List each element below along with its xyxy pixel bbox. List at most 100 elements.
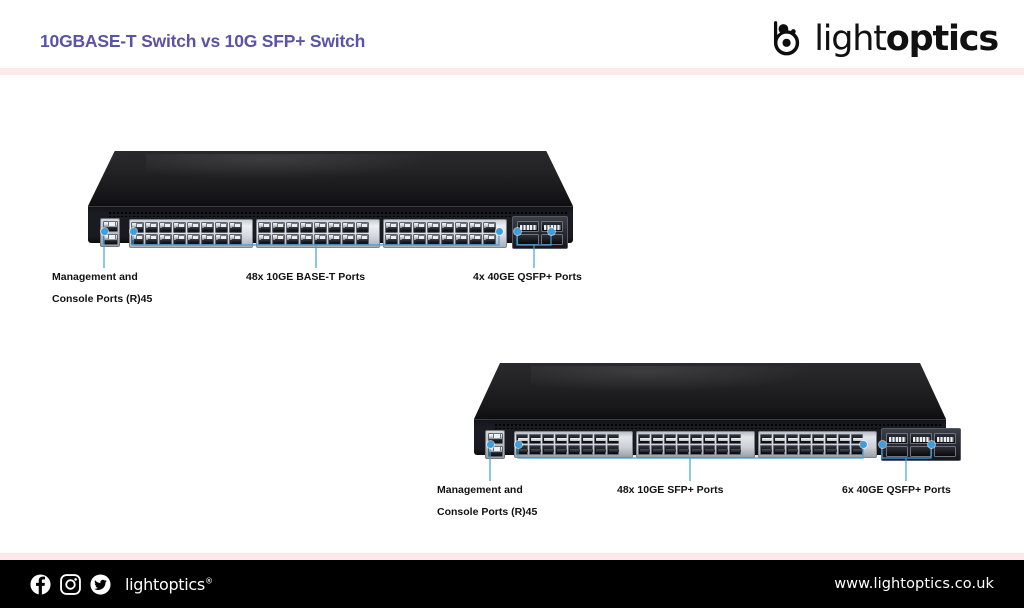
rj45-group[interactable]: [131, 222, 242, 245]
rj45-column[interactable]: [215, 222, 228, 245]
rj45-port[interactable]: [272, 234, 285, 245]
sfp-port[interactable]: [703, 445, 715, 455]
qsfp-port[interactable]: [517, 233, 539, 245]
sfp-port[interactable]: [638, 445, 650, 455]
rj45-port[interactable]: [187, 222, 200, 233]
rj45-column[interactable]: [272, 222, 285, 245]
sfp-port[interactable]: [542, 434, 554, 444]
sfp-port[interactable]: [529, 445, 541, 455]
sfp-column[interactable]: [607, 434, 619, 455]
rj45-port[interactable]: [328, 234, 341, 245]
sfp-port[interactable]: [716, 445, 728, 455]
base-t-port-plate-3[interactable]: [383, 219, 507, 248]
sfp-port[interactable]: [838, 445, 850, 455]
qsfp-port[interactable]: [934, 432, 956, 444]
sfp-column[interactable]: [555, 434, 567, 455]
rj45-column[interactable]: [173, 222, 186, 245]
sfp-port[interactable]: [568, 434, 580, 444]
rj45-port[interactable]: [441, 222, 454, 233]
rj45-port[interactable]: [413, 234, 426, 245]
rj45-port[interactable]: [469, 234, 482, 245]
rj45-column[interactable]: [413, 222, 426, 245]
rj45-port[interactable]: [483, 222, 496, 233]
sfp-port[interactable]: [729, 445, 741, 455]
rj45-column[interactable]: [145, 222, 158, 245]
rj45-column[interactable]: [300, 222, 313, 245]
rj45-port[interactable]: [272, 222, 285, 233]
rj45-port[interactable]: [201, 222, 214, 233]
console-rj45-port[interactable]: [487, 445, 503, 457]
sfp-column[interactable]: [594, 434, 606, 455]
sfp-column[interactable]: [638, 434, 650, 455]
rj45-port[interactable]: [314, 234, 327, 245]
rj45-port[interactable]: [385, 234, 398, 245]
qsfp-port[interactable]: [910, 432, 932, 444]
sfp-column[interactable]: [799, 434, 811, 455]
sfp-port[interactable]: [581, 434, 593, 444]
sfp-column[interactable]: [786, 434, 798, 455]
sfp-port[interactable]: [825, 445, 837, 455]
rj45-port[interactable]: [314, 222, 327, 233]
rj45-column[interactable]: [399, 222, 412, 245]
rj45-column[interactable]: [356, 222, 369, 245]
sfp-port[interactable]: [786, 445, 798, 455]
sfp-port[interactable]: [690, 445, 702, 455]
sfp-port[interactable]: [760, 434, 772, 444]
rj45-port[interactable]: [342, 222, 355, 233]
sfp-column[interactable]: [677, 434, 689, 455]
rj45-port[interactable]: [159, 234, 172, 245]
rj45-port[interactable]: [215, 234, 228, 245]
sfp-column[interactable]: [838, 434, 850, 455]
qsfp-column[interactable]: [886, 432, 908, 457]
sfp-column[interactable]: [529, 434, 541, 455]
rj45-column[interactable]: [342, 222, 355, 245]
sfp-column[interactable]: [542, 434, 554, 455]
sfp-port[interactable]: [555, 445, 567, 455]
rj45-port[interactable]: [286, 222, 299, 233]
sfp-column[interactable]: [568, 434, 580, 455]
sfp-port[interactable]: [542, 445, 554, 455]
sfp-port[interactable]: [664, 434, 676, 444]
sfp-column[interactable]: [651, 434, 663, 455]
sfp-port[interactable]: [581, 445, 593, 455]
sfp-column[interactable]: [664, 434, 676, 455]
sfp-port[interactable]: [651, 434, 663, 444]
rj45-port[interactable]: [258, 222, 271, 233]
rj45-column[interactable]: [187, 222, 200, 245]
sfp-port-plate-2[interactable]: [636, 431, 755, 458]
sfp-port[interactable]: [773, 445, 785, 455]
sfp-column[interactable]: [812, 434, 824, 455]
sfp-group[interactable]: [638, 434, 741, 455]
qsfp-port[interactable]: [934, 445, 956, 457]
sfp-port[interactable]: [529, 434, 541, 444]
sfp-port[interactable]: [594, 445, 606, 455]
rj45-port[interactable]: [229, 234, 242, 245]
switch-10g-sfp-plus[interactable]: [474, 363, 961, 461]
sfp-port[interactable]: [799, 445, 811, 455]
rj45-column[interactable]: [385, 222, 398, 245]
sfp-port[interactable]: [594, 434, 606, 444]
rj45-port[interactable]: [300, 222, 313, 233]
rj45-column[interactable]: [159, 222, 172, 245]
sfp-port[interactable]: [729, 434, 741, 444]
sfp-port[interactable]: [773, 434, 785, 444]
rj45-port[interactable]: [159, 222, 172, 233]
qsfp-port-block[interactable]: [881, 428, 961, 461]
rj45-port[interactable]: [483, 234, 496, 245]
rj45-port[interactable]: [187, 234, 200, 245]
rj45-port[interactable]: [356, 222, 369, 233]
rj45-port[interactable]: [145, 222, 158, 233]
sfp-port[interactable]: [638, 434, 650, 444]
sfp-column[interactable]: [825, 434, 837, 455]
rj45-port[interactable]: [342, 234, 355, 245]
sfp-port[interactable]: [690, 434, 702, 444]
sfp-column[interactable]: [716, 434, 728, 455]
rj45-port[interactable]: [131, 222, 144, 233]
facebook-icon[interactable]: [30, 573, 51, 595]
rj45-port[interactable]: [385, 222, 398, 233]
sfp-port[interactable]: [838, 434, 850, 444]
rj45-column[interactable]: [286, 222, 299, 245]
rj45-port[interactable]: [427, 234, 440, 245]
mgmt-rj45-port[interactable]: [102, 220, 118, 232]
